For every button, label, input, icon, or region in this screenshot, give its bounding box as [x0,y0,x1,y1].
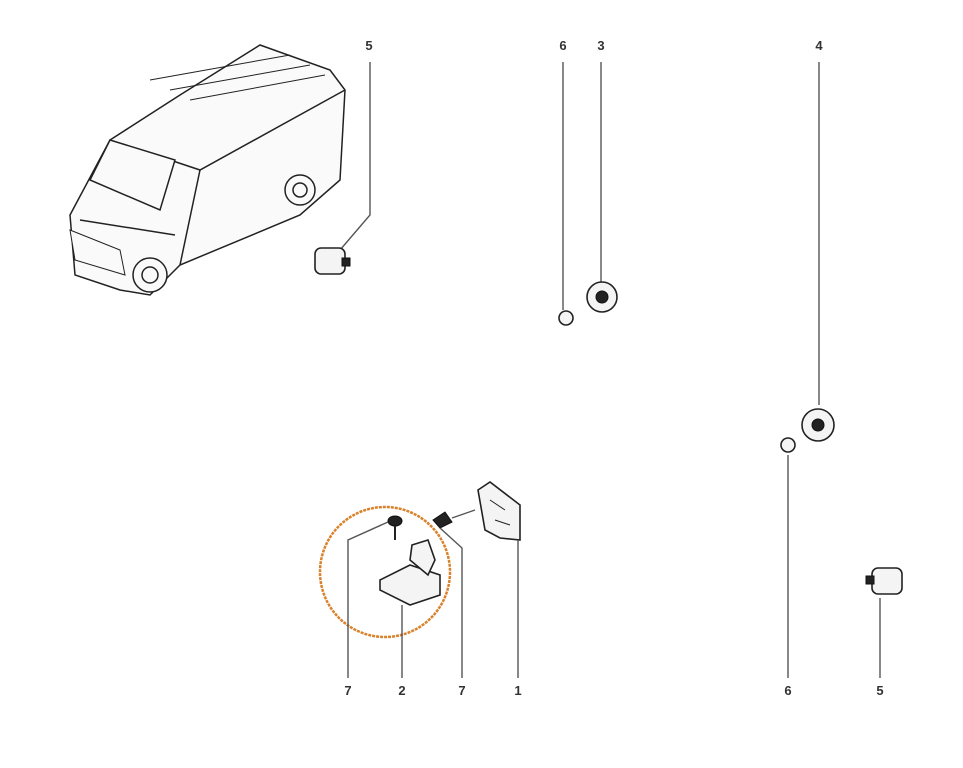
part-5-top [314,247,351,275]
callout-6-bottom: 6 [784,683,792,698]
part-7-screw-right [432,511,453,529]
part-6-top [558,310,574,326]
part-7-screw-left [387,515,403,540]
callout-2: 2 [398,683,406,698]
callout-3: 3 [597,38,605,53]
callout-7-left: 7 [344,683,352,698]
van-illustration [69,44,346,296]
callout-1: 1 [514,683,522,698]
part-4 [801,408,835,442]
part-1-bracket [477,481,521,541]
part-5-right [865,567,903,595]
callout-6-top: 6 [559,38,567,53]
callout-5-bottom: 5 [876,683,884,698]
highlight-circle [318,505,452,639]
part-2-bracket [379,539,441,606]
part-6-right [780,437,796,453]
callout-4: 4 [815,38,823,53]
callout-7-right: 7 [458,683,466,698]
part-3 [586,281,618,313]
callout-5-top: 5 [365,38,373,53]
